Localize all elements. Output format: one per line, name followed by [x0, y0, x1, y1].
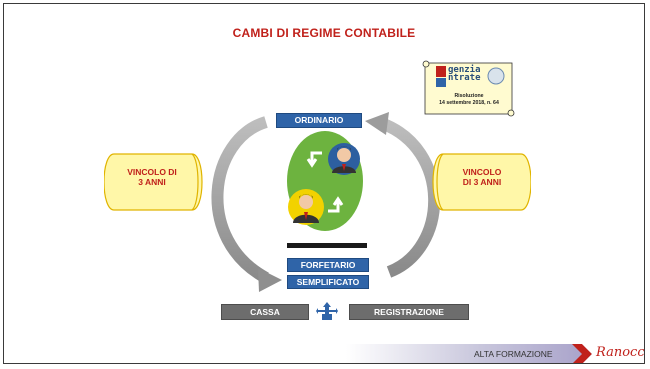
footer-label: ALTA FORMAZIONE [474, 349, 553, 359]
agenzia-logo-text: genzia ntrate [448, 65, 481, 83]
logo-line2: ntrate [448, 73, 481, 83]
vincolo-right-line2: DI 3 ANNI [462, 177, 502, 187]
swap-arrow-bottom-icon [328, 196, 344, 213]
logo-a-icon [436, 66, 446, 77]
resolution-title: Risoluzione [454, 93, 484, 99]
vincolo-right-line1: VINCOLO [462, 167, 502, 177]
vincolo-left-line1: VINCOLO DI [127, 167, 177, 177]
left-arrowhead [258, 268, 282, 292]
logo-line1: genzia [448, 65, 481, 75]
regime-forfetario-box: FORFETARIO [287, 258, 369, 272]
illustration-caption-bar [287, 243, 367, 248]
logo-e-icon [436, 78, 446, 87]
person-bottom-icon [288, 189, 324, 225]
footer-divider-icon [572, 344, 592, 363]
emblem-icon [487, 67, 505, 85]
criterion-cassa-box: CASSA [221, 304, 309, 320]
regime-ordinario-box: ORDINARIO [276, 113, 362, 128]
vincolo-left-scroll [104, 153, 203, 211]
regime-change-illustration [287, 131, 367, 248]
right-arrowhead [365, 112, 389, 135]
slide: CAMBI DI REGIME CONTABILE VINCOLO DI 3 A… [3, 3, 645, 364]
person-top-icon [328, 143, 360, 175]
criterion-registrazione-box: REGISTRAZIONE [349, 304, 469, 320]
regime-semplificato-box: SEMPLIFICATO [287, 275, 369, 289]
left-arc-arrow [211, 116, 270, 284]
resolution-scroll: genzia ntrate Risoluzione 14 settembre 2… [422, 60, 516, 118]
footer-band [346, 344, 644, 363]
slide-title: CAMBI DI REGIME CONTABILE [232, 26, 416, 40]
swap-arrow-top-icon [306, 151, 322, 168]
vincolo-right-text: VINCOLO DI 3 ANNI [436, 167, 528, 187]
resolution-date: 14 settembre 2018, n. 64 [439, 100, 499, 106]
vincolo-left-text: VINCOLO DI 3 ANNI [104, 167, 200, 187]
vincolo-right-scroll [432, 153, 531, 211]
brand-logo: Ranocchi [596, 345, 645, 360]
right-arc-arrow [378, 117, 441, 278]
four-way-arrow-icon [316, 302, 338, 320]
cycle-arrows [211, 112, 441, 292]
vincolo-left-line2: 3 ANNI [138, 177, 166, 187]
